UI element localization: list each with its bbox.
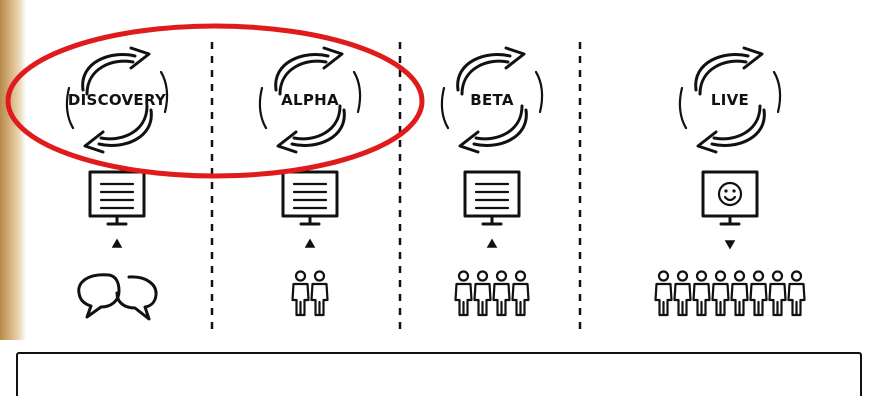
person-icon	[692, 270, 711, 317]
monitor-icon	[463, 170, 521, 226]
stage-label: ALPHA	[281, 91, 339, 109]
triangle-icon	[724, 240, 736, 250]
triangle-icon	[304, 238, 316, 248]
person-icon	[654, 270, 673, 317]
stage-alpha: ALPHA	[258, 46, 362, 317]
highlight-ellipse	[5, 23, 425, 179]
speech-bubbles-icon	[77, 273, 158, 321]
stage-label: DISCOVERY	[68, 91, 167, 109]
person-icon	[711, 270, 730, 317]
stage-label: BETA	[470, 91, 514, 109]
cycle-arrows-icon	[258, 46, 362, 154]
cycle-arrows-icon	[65, 46, 169, 154]
person-icon	[511, 270, 530, 317]
person-icon	[673, 270, 692, 317]
monitor-icon	[701, 170, 759, 226]
stage-beta: BETA	[440, 46, 544, 317]
person-icon	[473, 270, 492, 317]
monitor-icon	[281, 170, 339, 226]
person-icon	[454, 270, 473, 317]
person-icon	[749, 270, 768, 317]
person-icon	[492, 270, 511, 317]
bottom-box	[16, 352, 862, 396]
triangle-icon	[486, 238, 498, 248]
stage-label: LIVE	[711, 91, 749, 109]
stage-live: LIVE	[654, 46, 806, 317]
person-icon	[768, 270, 787, 317]
person-icon	[787, 270, 806, 317]
person-icon	[310, 270, 329, 317]
left-edge-decoration	[0, 0, 26, 340]
person-icon	[291, 270, 310, 317]
stage-discovery: DISCOVERY	[65, 46, 169, 321]
smiley-icon	[717, 181, 743, 207]
person-icon	[730, 270, 749, 317]
triangle-icon	[111, 238, 123, 248]
monitor-icon	[88, 170, 146, 226]
cycle-arrows-icon	[440, 46, 544, 154]
cycle-arrows-icon	[678, 46, 782, 154]
